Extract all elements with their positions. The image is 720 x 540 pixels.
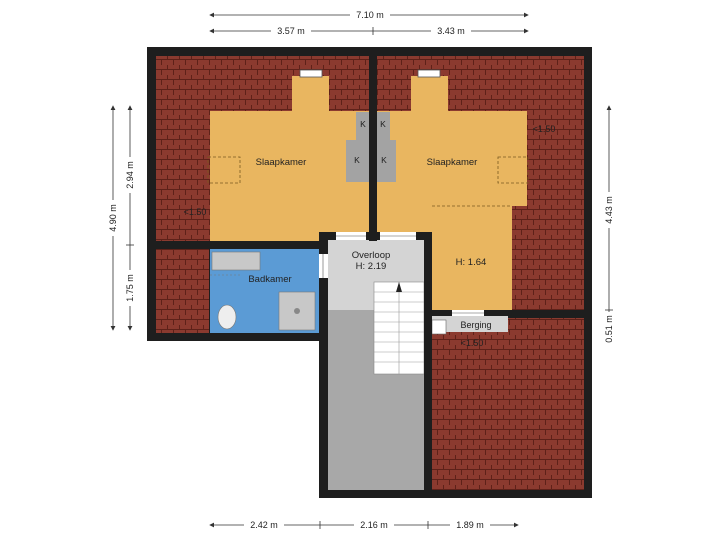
- bedroom-right-label: Slaapkamer: [427, 157, 478, 168]
- right-height-label: H: 1.64: [456, 257, 487, 268]
- dim-right-upper: 4.43 m: [604, 196, 614, 224]
- dim-bottom-left: 2.42 m: [250, 520, 278, 530]
- chimney-label-2: K: [380, 119, 386, 129]
- dimension-lines: 7.10 m 3.57 m 3.43 m 4.90 m 2.94 m 1.75 …: [107, 9, 615, 531]
- dim-right-lower: 0.51 m: [604, 315, 614, 343]
- bathroom-label: Badkamer: [248, 274, 291, 285]
- dim-top-right: 3.43 m: [437, 26, 465, 36]
- dim-left-total: 4.90 m: [108, 204, 118, 232]
- doors: [319, 232, 484, 316]
- storage: Berging <1.50: [431, 316, 508, 348]
- bedroom-left-label: Slaapkamer: [256, 157, 307, 168]
- dim-bottom-right: 1.89 m: [456, 520, 484, 530]
- boiler-icon: [431, 319, 447, 335]
- chimney-label-3: K: [354, 155, 360, 165]
- dim-left-lower: 1.75 m: [125, 274, 135, 302]
- stair-up-arrow-icon: [396, 282, 402, 292]
- low-ceiling-right: <1.50: [533, 124, 556, 134]
- landing-label: Overloop: [352, 250, 391, 261]
- chimney-label-1: K: [360, 119, 366, 129]
- low-ceiling-left: <1.50: [184, 207, 207, 217]
- bedroom-right: Slaapkamer <1.50 H: 1.64: [377, 69, 556, 310]
- dim-bottom-mid: 2.16 m: [360, 520, 388, 530]
- bedroom-left: Slaapkamer <1.50: [184, 69, 369, 241]
- dim-left-upper: 2.94 m: [125, 161, 135, 189]
- dim-top-left: 3.57 m: [277, 26, 305, 36]
- storage-label: Berging: [460, 320, 491, 330]
- landing-height-label: H: 2.19: [356, 261, 387, 272]
- dim-top-total: 7.10 m: [356, 10, 384, 20]
- landing: Overloop H: 2.19: [328, 240, 425, 490]
- bathroom: Badkamer: [210, 249, 319, 333]
- chimney-label-4: K: [381, 155, 387, 165]
- low-ceiling-storage: <1.50: [461, 338, 484, 348]
